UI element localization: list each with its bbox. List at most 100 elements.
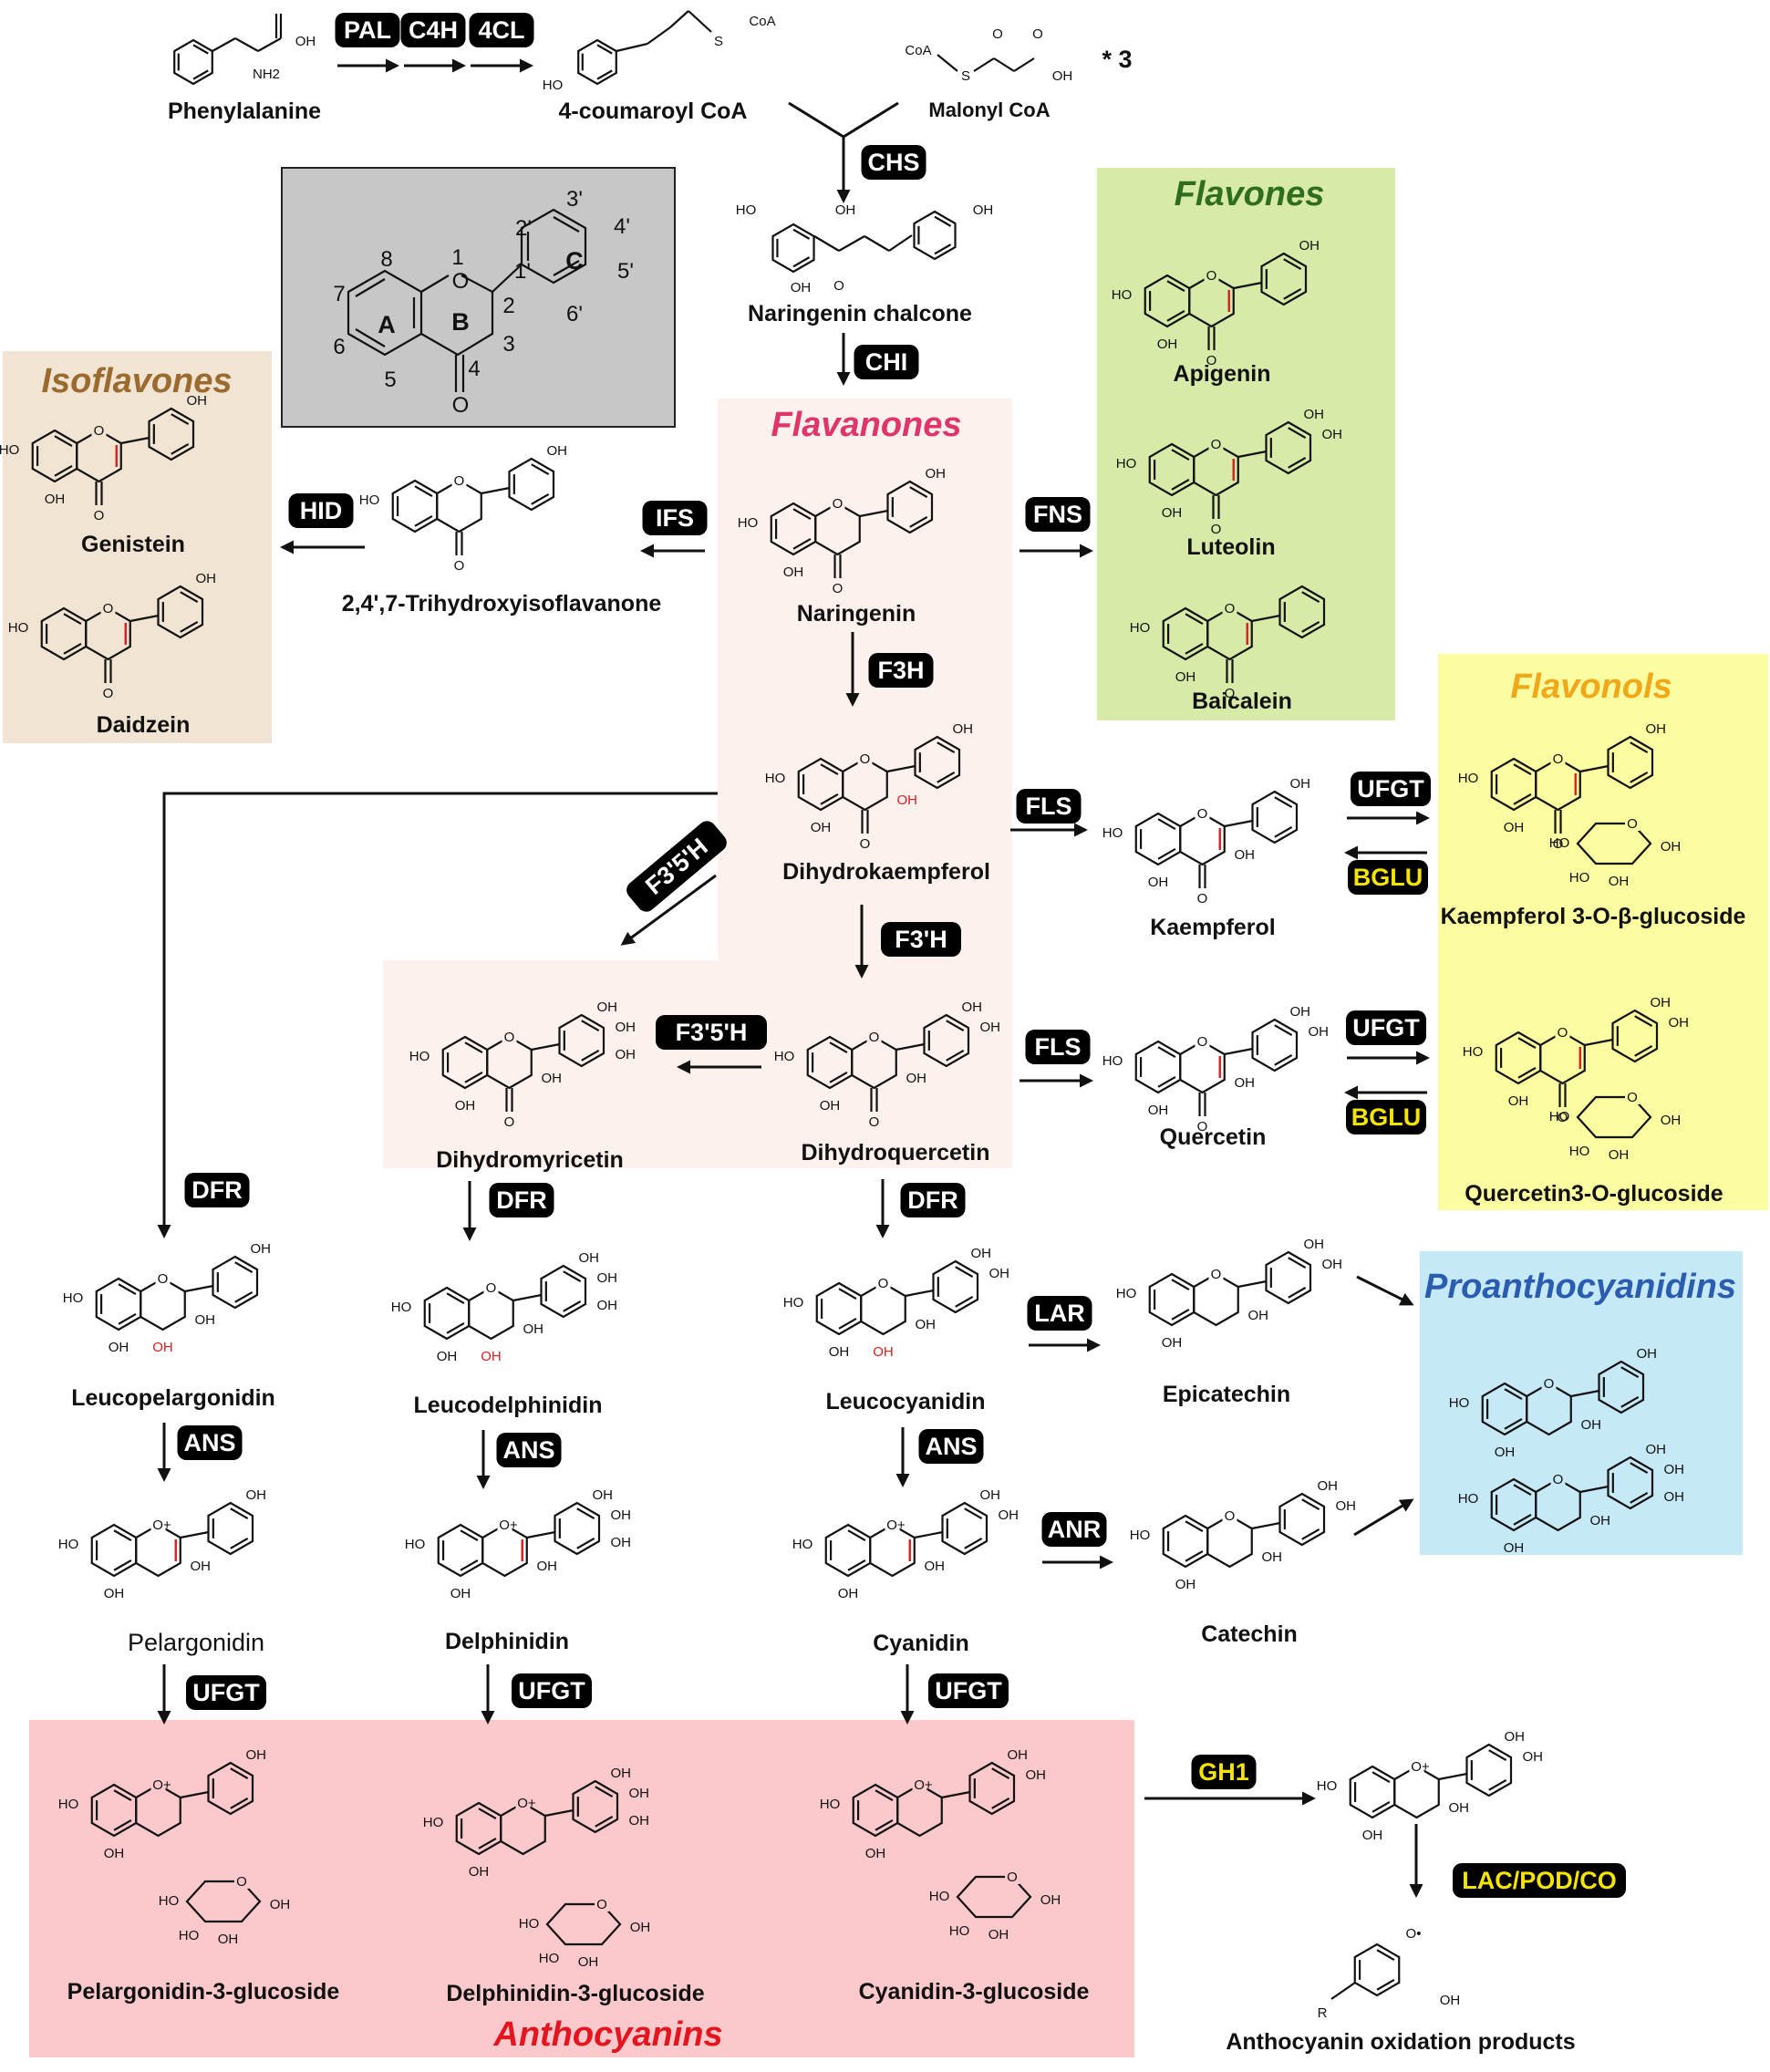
atom-label: OH — [546, 443, 567, 459]
atom-label: OH — [1299, 238, 1320, 254]
enzyme-ans2: ANS — [496, 1433, 562, 1467]
label-coumaroyl-coa: 4-coumaroyl CoA — [559, 98, 748, 124]
arrow-left-branch — [157, 792, 718, 1238]
atom-label: OH — [1609, 874, 1630, 889]
atom-label: HO — [1317, 1778, 1338, 1794]
atom-label: OH — [536, 1559, 557, 1574]
atom-label: O — [1211, 437, 1222, 452]
atom-label: HO — [774, 1049, 795, 1064]
atom-label: HO — [736, 202, 757, 218]
scaffold-position-11: 3' — [566, 187, 583, 212]
label-phenylalanine: Phenylalanine — [168, 98, 321, 124]
atom-label: OH — [104, 1586, 125, 1601]
atom-label: OH — [896, 793, 917, 808]
atom-label: O — [1225, 1508, 1236, 1524]
arrow-merge-right — [843, 101, 899, 139]
label-daidzein: Daidzein — [97, 712, 191, 738]
label-delphinidin-glucoside: Delphinidin-3-glucoside — [446, 1981, 704, 2006]
atom-label: O — [833, 278, 844, 294]
label-cyanidin-glucoside: Cyanidin-3-glucoside — [859, 1979, 1090, 2005]
flavones-title: Flavones — [1175, 175, 1325, 213]
atom-label: OH — [469, 1864, 490, 1880]
enzyme-ans3: ANS — [918, 1429, 984, 1464]
scaffold-box — [281, 167, 676, 428]
atom-label: OH — [195, 571, 216, 586]
atom-label: HO — [0, 442, 19, 458]
flavonols-box — [1438, 654, 1768, 1210]
label-quercetin-glucoside: Quercetin3-O-glucoside — [1465, 1181, 1723, 1207]
atom-label: HO — [58, 1537, 79, 1552]
atom-label: S — [961, 68, 970, 84]
atom-label: HO — [1569, 870, 1590, 886]
flavonoid-scaffold — [347, 208, 587, 392]
atom-label: OH — [979, 1020, 1000, 1035]
enzyme-ufgt2: UFGT — [512, 1673, 592, 1708]
atom-label: OH — [1247, 1308, 1268, 1323]
atom-label: OH — [1609, 1147, 1630, 1163]
atom-label: OH — [924, 1559, 945, 1574]
atom-label: OH — [455, 1098, 476, 1114]
atom-label: OH — [973, 202, 994, 218]
atom-label: O — [869, 1114, 880, 1130]
scaffold-position-6: 6 — [333, 335, 345, 359]
scaffold-position-8: 8 — [380, 247, 392, 272]
svg-text:CHI: CHI — [865, 348, 908, 376]
atom-label: HO — [423, 1815, 444, 1830]
atom-label: OH — [1504, 1540, 1525, 1556]
atom-label: OH — [1157, 337, 1178, 352]
atom-label: OH — [829, 1344, 850, 1360]
enzyme-ufgt1: UFGT — [186, 1675, 266, 1710]
atom-label: OH — [1580, 1417, 1601, 1433]
svg-text:GH1: GH1 — [1198, 1758, 1249, 1786]
atom-label: OH — [104, 1846, 125, 1861]
svg-text:F3H: F3H — [877, 657, 924, 684]
atom-label: O — [454, 473, 465, 489]
atom-label: O — [860, 751, 871, 767]
label-malonyl-coa: Malonyl CoA — [928, 98, 1050, 121]
atom-label: OH — [1289, 1004, 1310, 1020]
atom-label: OH — [1261, 1549, 1282, 1565]
enzyme-ufgt_k: UFGT — [1351, 772, 1431, 806]
atom-label: OH — [1175, 1577, 1196, 1592]
atom-label: O — [860, 836, 871, 852]
atom-label: OH — [541, 1071, 562, 1086]
label-apigenin: Apigenin — [1174, 361, 1271, 387]
svg-text:ANS: ANS — [925, 1433, 977, 1460]
atom-label: O — [878, 1276, 889, 1291]
atom-label: O+ — [914, 1777, 933, 1793]
atom-label: OH — [970, 1246, 991, 1261]
scaffold-position-2: 2 — [502, 294, 514, 318]
atom-label: HO — [405, 1537, 426, 1552]
isoflavones-title: Isoflavones — [41, 362, 232, 400]
atom-label: OH — [1589, 1513, 1610, 1528]
atom-label: OH — [250, 1241, 271, 1257]
atom-label: OH — [630, 1920, 651, 1935]
atom-label: OH — [1504, 820, 1525, 835]
atom-label: HO — [1130, 1528, 1151, 1543]
enzyme-bglu_k: BGLU — [1348, 860, 1428, 895]
svg-text:C4H: C4H — [409, 16, 458, 44]
enzyme-f3h: F3H — [868, 653, 934, 688]
atom-label: OH — [152, 1340, 173, 1355]
anthocyanins-title: Anthocyanins — [492, 2015, 722, 2054]
atom-label: HO — [783, 1295, 804, 1311]
scaffold-carbonyl-oxygen: O — [452, 393, 470, 418]
atom-label: HO — [8, 620, 29, 636]
atom-label: HO — [539, 1951, 560, 1966]
svg-text:LAC/POD/CO: LAC/POD/CO — [1462, 1867, 1617, 1894]
atom-label: OH — [1448, 1800, 1469, 1816]
atom-label: OH — [194, 1312, 215, 1328]
atom-label: OH — [979, 1487, 1000, 1503]
label-naringenin-chalcone: Naringenin chalcone — [748, 301, 972, 326]
atom-label: O — [1197, 891, 1208, 906]
atom-label: O — [1206, 268, 1217, 284]
atom-label: OH — [109, 1340, 129, 1355]
